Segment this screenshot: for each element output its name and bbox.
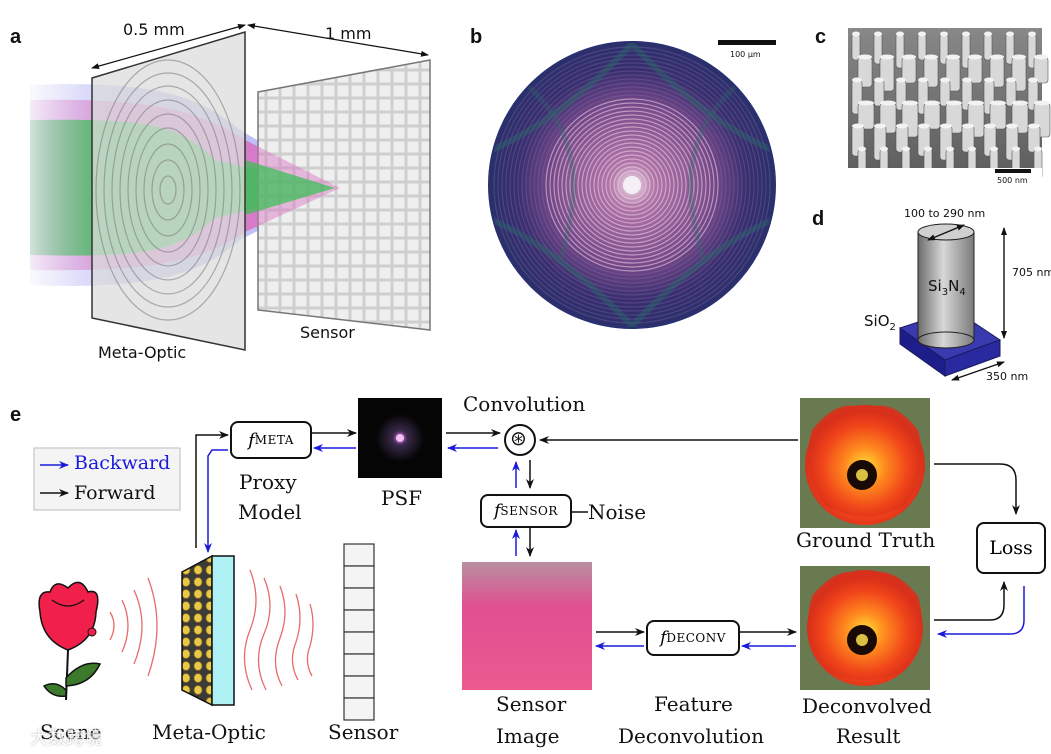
meta-optic-label-a: Meta-Optic <box>98 343 187 362</box>
convolution-operator <box>504 424 536 456</box>
panel-d <box>898 223 1007 381</box>
sem-pillars <box>851 31 1051 184</box>
panel-c <box>848 28 1051 188</box>
deconvolved-label-line2: Result <box>836 724 901 748</box>
meta-optic-label-e: Meta-Optic <box>152 720 266 744</box>
watermark: 大数跨境 <box>30 728 102 749</box>
meta-optic-rings <box>95 59 241 321</box>
deconvolved-label-line1: Deconvolved <box>802 694 932 718</box>
sensor-image-label-line1: Sensor <box>496 692 567 716</box>
panel-label-e: e <box>10 404 22 426</box>
substrate-label: SiO2 <box>864 312 896 333</box>
scene-waves <box>109 577 158 677</box>
sensor-label-e: Sensor <box>328 720 399 744</box>
legend-forward: Forward <box>74 482 156 504</box>
sensor-column <box>343 543 375 721</box>
scene-rose <box>38 581 102 701</box>
scalebar-b <box>718 40 776 45</box>
dim-gap-line <box>247 23 429 57</box>
meta-optic-waves <box>243 569 314 691</box>
legend-box <box>33 447 181 511</box>
panel-label-a: a <box>10 26 22 48</box>
psf-label: PSF <box>381 486 423 510</box>
panel-e <box>33 398 1025 721</box>
scalebar-b-label: 100 μm <box>730 50 761 59</box>
pillar-cylinder <box>917 231 975 341</box>
convolution-symbol: ⊛ <box>510 426 527 450</box>
proxy-label-line1: Proxy <box>239 470 297 494</box>
deconvolved-image <box>800 566 930 690</box>
metalens-rings <box>493 46 771 324</box>
panel-label-c: c <box>815 26 827 48</box>
meta-optic-plate <box>91 30 246 351</box>
noise-label: Noise <box>588 500 647 524</box>
pillar-material-label: Si3N4 <box>928 277 966 298</box>
panel-b <box>488 40 776 329</box>
ground-truth-label: Ground Truth <box>796 528 936 552</box>
feature-deconv-line1: Feature <box>654 692 733 716</box>
backward-arrows <box>204 444 1025 650</box>
ground-truth-image <box>800 398 930 528</box>
dim-gap-label: 1 mm <box>325 24 372 43</box>
meta-optic-element <box>181 554 235 707</box>
pitch-label: 350 nm <box>986 370 1029 383</box>
panel-label-b: b <box>470 26 483 48</box>
scalebar-c <box>995 169 1031 173</box>
scalebar-c-label: 500 nm <box>997 176 1028 185</box>
panel-a <box>30 23 431 351</box>
diameter-label: 100 to 290 nm <box>904 207 986 220</box>
forward-arrows <box>195 429 1020 636</box>
scene-label: Scene <box>40 720 102 744</box>
dim-metaoptic-label: 0.5 mm <box>123 20 185 39</box>
sensor-label-a: Sensor <box>300 323 355 342</box>
loss-box: Loss <box>976 522 1046 574</box>
convolution-label: Convolution <box>463 392 586 416</box>
legend-backward: Backward <box>74 452 171 474</box>
sensor-image-label-line2: Image <box>496 724 560 748</box>
feature-deconv-line2: Deconvolution <box>618 724 764 748</box>
panel-label-d: d <box>812 208 825 230</box>
sensor-image <box>462 562 592 690</box>
proxy-label-line2: Model <box>238 500 302 524</box>
height-label: 705 nm <box>1012 266 1051 279</box>
dim-metaoptic-line <box>91 24 246 69</box>
